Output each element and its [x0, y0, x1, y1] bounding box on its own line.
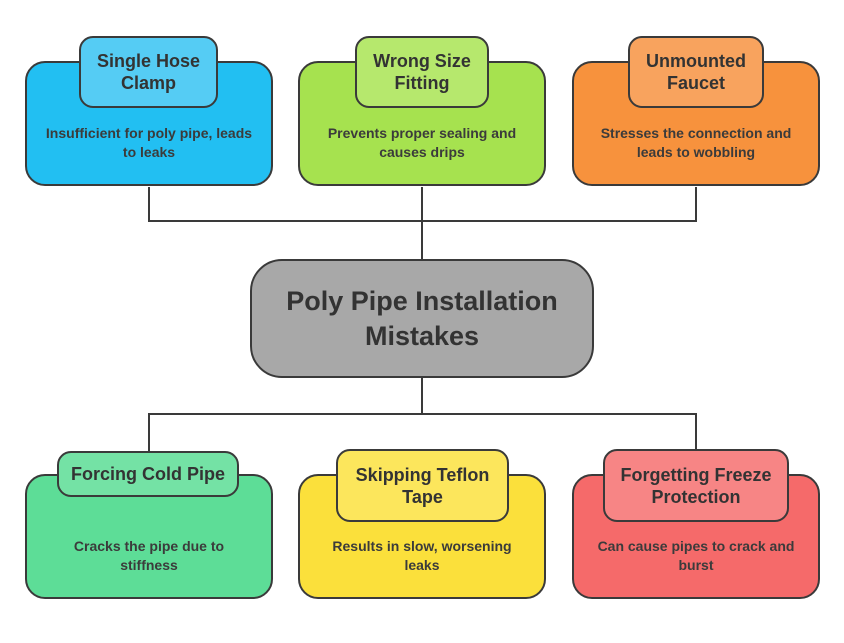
card-title-unmounted-faucet: Unmounted Faucet [628, 36, 764, 108]
card-description: Cracks the pipe due to stiffness [73, 538, 225, 573]
card-description: Stresses the connection and leads to wob… [600, 125, 792, 160]
card-title-forgetting-freeze-protection: Forgetting Freeze Protection [603, 449, 789, 522]
card-description: Results in slow, worsening leaks [332, 538, 512, 573]
bottom-connector [148, 378, 697, 474]
top-connector [148, 187, 697, 259]
central-topic: Poly Pipe Installation Mistakes [250, 259, 594, 378]
card-title-skipping-teflon-tape: Skipping Teflon Tape [336, 449, 509, 522]
card-description: Prevents proper sealing and causes drips [327, 125, 517, 160]
card-title-single-hose-clamp: Single Hose Clamp [79, 36, 218, 108]
card-title-forcing-cold-pipe: Forcing Cold Pipe [57, 451, 239, 497]
card-description: Can cause pipes to crack and burst [597, 538, 795, 573]
card-title-wrong-size-fitting: Wrong Size Fitting [355, 36, 489, 108]
card-description: Insufficient for poly pipe, leads to lea… [45, 125, 253, 160]
